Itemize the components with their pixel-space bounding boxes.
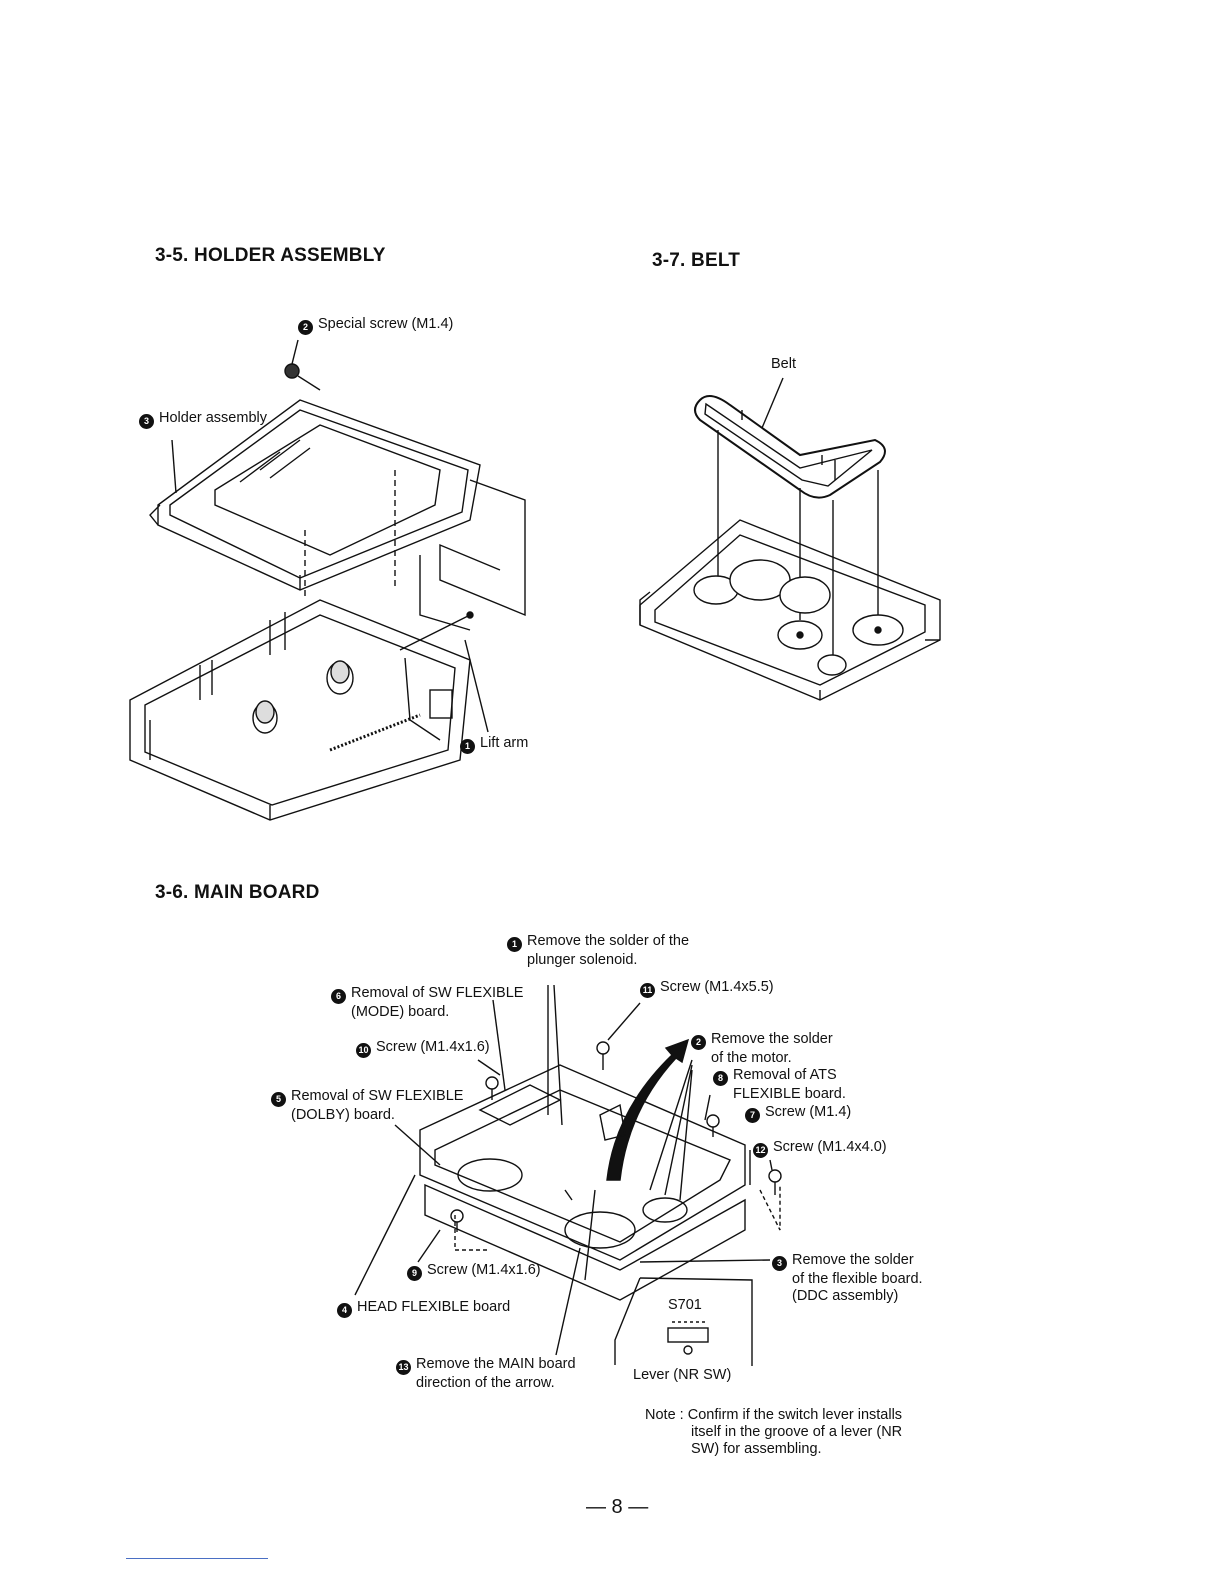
note-line: itself in the groove of a lever (NR [691, 1424, 903, 1440]
callout-text: Screw (M1.4x4.0) [773, 1139, 887, 1155]
callout-step-12: 12 Screw (M1.4x4.0) [753, 1139, 887, 1158]
step-number-badge: 3 [772, 1256, 787, 1271]
callout-step-13: 13 Remove the MAIN board direction of the… [396, 1356, 576, 1392]
step-number-badge: 3 [139, 414, 154, 429]
callout-text: Screw (M1.4x5.5) [660, 979, 774, 995]
callout-belt: Belt [771, 356, 796, 372]
callout-text: FLEXIBLE board. [733, 1086, 846, 1102]
removal-arrow-icon [606, 1038, 690, 1181]
step-number-badge: 4 [337, 1303, 352, 1318]
screw-icon [768, 1169, 782, 1195]
callout-step-6: 6 Removal of SW FLEXIBLE (MODE) board. [331, 985, 523, 1021]
callout-holder-assembly: 3 Holder assembly [139, 410, 267, 429]
callout-lever-nr-sw: Lever (NR SW) [633, 1367, 732, 1383]
callout-text: (DDC assembly) [792, 1288, 899, 1304]
step-number-badge: 1 [507, 937, 522, 952]
callout-s701: S701 [668, 1297, 702, 1313]
callout-text: (MODE) board. [351, 1004, 450, 1020]
callout-special-screw: 2 Special screw (M1.4) [298, 316, 453, 335]
step-number-badge: 7 [745, 1108, 760, 1123]
step-number-badge: 6 [331, 989, 346, 1004]
callout-text: Remove the MAIN board [416, 1356, 576, 1372]
callout-text: Screw (M1.4x1.6) [427, 1262, 541, 1278]
step-number-badge: 12 [753, 1143, 768, 1158]
callout-step-2: 2 Remove the solder of the motor. [691, 1031, 833, 1067]
screw-icon [596, 1041, 610, 1070]
callout-text: plunger solenoid. [527, 952, 638, 968]
callout-text: Special screw (M1.4) [318, 316, 454, 332]
callout-text: HEAD FLEXIBLE board [357, 1299, 511, 1315]
callout-step-9: 9 Screw (M1.4x1.6) [407, 1262, 541, 1281]
note-line: Confirm if the switch lever installs [687, 1407, 903, 1423]
step-number-badge: 11 [640, 983, 655, 998]
callout-text: Removal of SW FLEXIBLE [351, 985, 524, 1001]
callout-step-11: 11 Screw (M1.4x5.5) [640, 979, 774, 998]
callout-step-8: 8 Removal of ATS FLEXIBLE board. [713, 1067, 846, 1103]
callout-text: Holder assembly [159, 410, 267, 426]
screw-icon [485, 1076, 499, 1100]
callout-step-5: 5 Removal of SW FLEXIBLE (DOLBY) board. [271, 1088, 463, 1124]
note-line: SW) for assembling. [691, 1441, 822, 1457]
step-number-badge: 9 [407, 1266, 422, 1281]
section-title-main-board: 3-6. MAIN BOARD [155, 882, 320, 903]
step-number-badge: 5 [271, 1092, 286, 1107]
callout-text: Removal of SW FLEXIBLE [291, 1088, 464, 1104]
callout-step-10: 10 Screw (M1.4x1.6) [356, 1039, 490, 1058]
step-number-badge: 10 [356, 1043, 371, 1058]
step-number-badge: 1 [460, 739, 475, 754]
callout-text: (DOLBY) board. [291, 1107, 395, 1123]
screw-icon [450, 1209, 464, 1232]
callout-step-4: 4 HEAD FLEXIBLE board [337, 1299, 510, 1318]
assembly-note: Note : Confirm if the switch lever insta… [645, 1407, 902, 1458]
callout-text: of the flexible board. [792, 1271, 923, 1287]
callout-text: Screw (M1.4) [765, 1104, 852, 1120]
callout-text: Removal of ATS [733, 1067, 837, 1083]
screw-icon [706, 1114, 720, 1137]
callout-step-3: 3 Remove the solder of the flexible board… [772, 1252, 923, 1305]
callout-text: Remove the solder [711, 1031, 833, 1047]
callout-step-7: 7 Screw (M1.4) [745, 1104, 851, 1123]
step-number-badge: 2 [691, 1035, 706, 1050]
step-number-badge: 13 [396, 1360, 411, 1375]
footer-divider [126, 1558, 268, 1559]
callout-step-1: 1 Remove the solder of the plunger soleno… [507, 933, 689, 969]
step-number-badge: 8 [713, 1071, 728, 1086]
callout-text: Remove the solder of the [527, 933, 690, 949]
callout-lift-arm: 1 Lift arm [460, 735, 528, 754]
callout-text: Lift arm [480, 735, 529, 751]
callout-text: Screw (M1.4x1.6) [376, 1039, 490, 1055]
note-label: Note : [645, 1407, 684, 1423]
section-title-holder-assembly: 3-5. HOLDER ASSEMBLY [155, 245, 386, 266]
step-number-badge: 2 [298, 320, 313, 335]
callout-text: of the motor. [711, 1050, 792, 1066]
callout-text: direction of the arrow. [416, 1375, 555, 1391]
page-number: — 8 — [586, 1496, 649, 1518]
callout-text: Remove the solder [792, 1252, 914, 1268]
section-title-belt: 3-7. BELT [652, 250, 741, 271]
